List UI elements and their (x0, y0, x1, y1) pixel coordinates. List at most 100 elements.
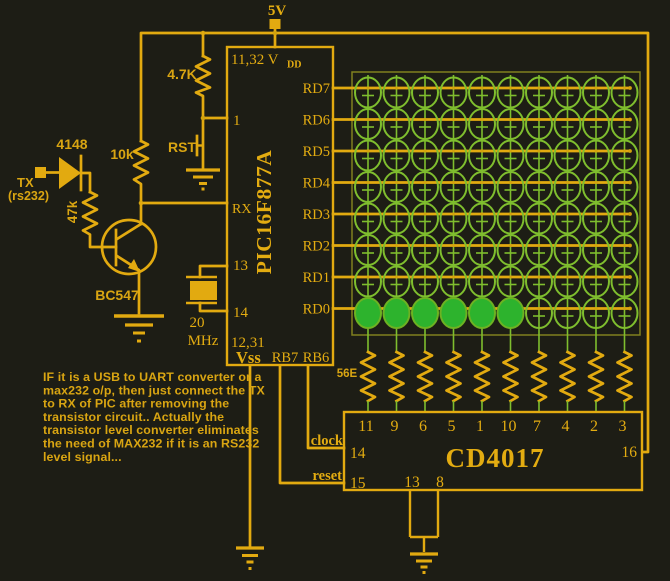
junction-dot (366, 275, 370, 279)
led (582, 108, 610, 140)
led (610, 76, 639, 109)
junction-dot (366, 212, 370, 216)
junction-dot (508, 149, 513, 153)
junction-dot (565, 306, 570, 311)
junction-dot (366, 149, 370, 153)
led (382, 202, 411, 235)
current-limit-resistor (587, 350, 605, 403)
junction-dot (537, 117, 541, 122)
cd4017-part-number: CD4017 (446, 443, 545, 473)
junction-dot (480, 275, 484, 279)
led (496, 76, 525, 109)
led-on (411, 297, 439, 329)
junction-dot (594, 243, 598, 248)
junction-dot (622, 212, 627, 216)
reset-resistor-zigzag (194, 54, 229, 120)
cd4017-top-pin-label: 7 (533, 418, 541, 435)
osc2-wire (198, 301, 229, 313)
junction-dot (366, 243, 370, 248)
crystal-oscillator: 20 MHz (186, 264, 229, 349)
junction-dot (594, 180, 598, 185)
cd4017-top-pin-label: 3 (619, 418, 627, 435)
cd4017-pin8: 8 (436, 474, 444, 491)
led (382, 171, 411, 203)
cd4017-top-pin-label: 11 (358, 418, 373, 435)
osc1-wire (198, 264, 229, 279)
junction-dot (594, 306, 598, 311)
junction-dot (480, 117, 484, 122)
led-on (439, 297, 468, 329)
junction-dot (480, 212, 484, 216)
junction-dot (423, 86, 427, 90)
led (468, 265, 496, 298)
led (610, 265, 639, 298)
note-line: the need of MAX232 if it is an RS232 (43, 437, 259, 451)
tx-type-label: (rs232) (8, 189, 49, 203)
junction-dot (394, 86, 399, 90)
junction-dot (451, 180, 456, 185)
led (553, 234, 582, 266)
pic-vss-label: Vss (236, 348, 261, 367)
tx-pad (35, 167, 46, 178)
junction-dot (594, 212, 598, 216)
led (468, 202, 496, 235)
led (411, 108, 439, 140)
reset-label: reset (312, 468, 342, 484)
crystal-body (190, 281, 217, 300)
led-on (382, 297, 411, 329)
row-wire-end-dot (628, 243, 632, 248)
junction-dot (451, 212, 456, 216)
led (553, 108, 582, 140)
led (553, 202, 582, 235)
cd4017-outline (342, 410, 644, 492)
cd4017-pin14: 14 (350, 445, 366, 462)
vss-ground (236, 364, 264, 570)
junction-dot (537, 212, 541, 216)
led (496, 139, 525, 172)
junction-dot (451, 275, 456, 279)
junction-dot (537, 149, 541, 153)
transistor-stage: 10k BC547 (95, 139, 229, 343)
led (468, 234, 496, 266)
rst-label: RST (168, 139, 196, 155)
led (354, 202, 382, 235)
led (439, 234, 468, 266)
led (610, 108, 639, 140)
row-wire-end-dot (628, 149, 632, 153)
led (525, 139, 553, 172)
clock-wire (306, 364, 346, 450)
junction-dot (394, 180, 399, 185)
diode-out-wire (79, 171, 92, 194)
led (354, 234, 382, 266)
current-limit-resistor (530, 350, 548, 403)
junction-dot (508, 117, 513, 122)
current-limit-resistor (502, 350, 519, 403)
led (525, 297, 553, 329)
junction-dot (565, 117, 570, 122)
junction-dot (537, 306, 541, 311)
junction-dot (508, 243, 513, 248)
led (354, 76, 382, 109)
led (496, 171, 525, 203)
row-wire-end-dot (628, 275, 632, 279)
junction-dot (565, 212, 570, 216)
junction-dot (423, 149, 427, 153)
tx-label: TX (17, 175, 34, 190)
current-limit-resistor (416, 350, 434, 403)
crystal-unit: MHz (188, 333, 219, 349)
junction-dot (622, 243, 627, 248)
row-wire-end-dot (628, 306, 632, 311)
pic-vdd-pins: 11,32 V (231, 52, 279, 68)
note-line: transistor circuit.. Actually the (43, 410, 224, 424)
led (439, 108, 468, 140)
junction-dot (480, 86, 484, 90)
emitter-arrow (128, 259, 140, 272)
led (582, 171, 610, 203)
junction-dot (565, 149, 570, 153)
pic-pin-label-rd2: RD2 (303, 239, 330, 255)
pic-pin14: 14 (233, 305, 249, 321)
led (382, 76, 411, 109)
junction-dot (508, 180, 513, 185)
led (468, 76, 496, 109)
